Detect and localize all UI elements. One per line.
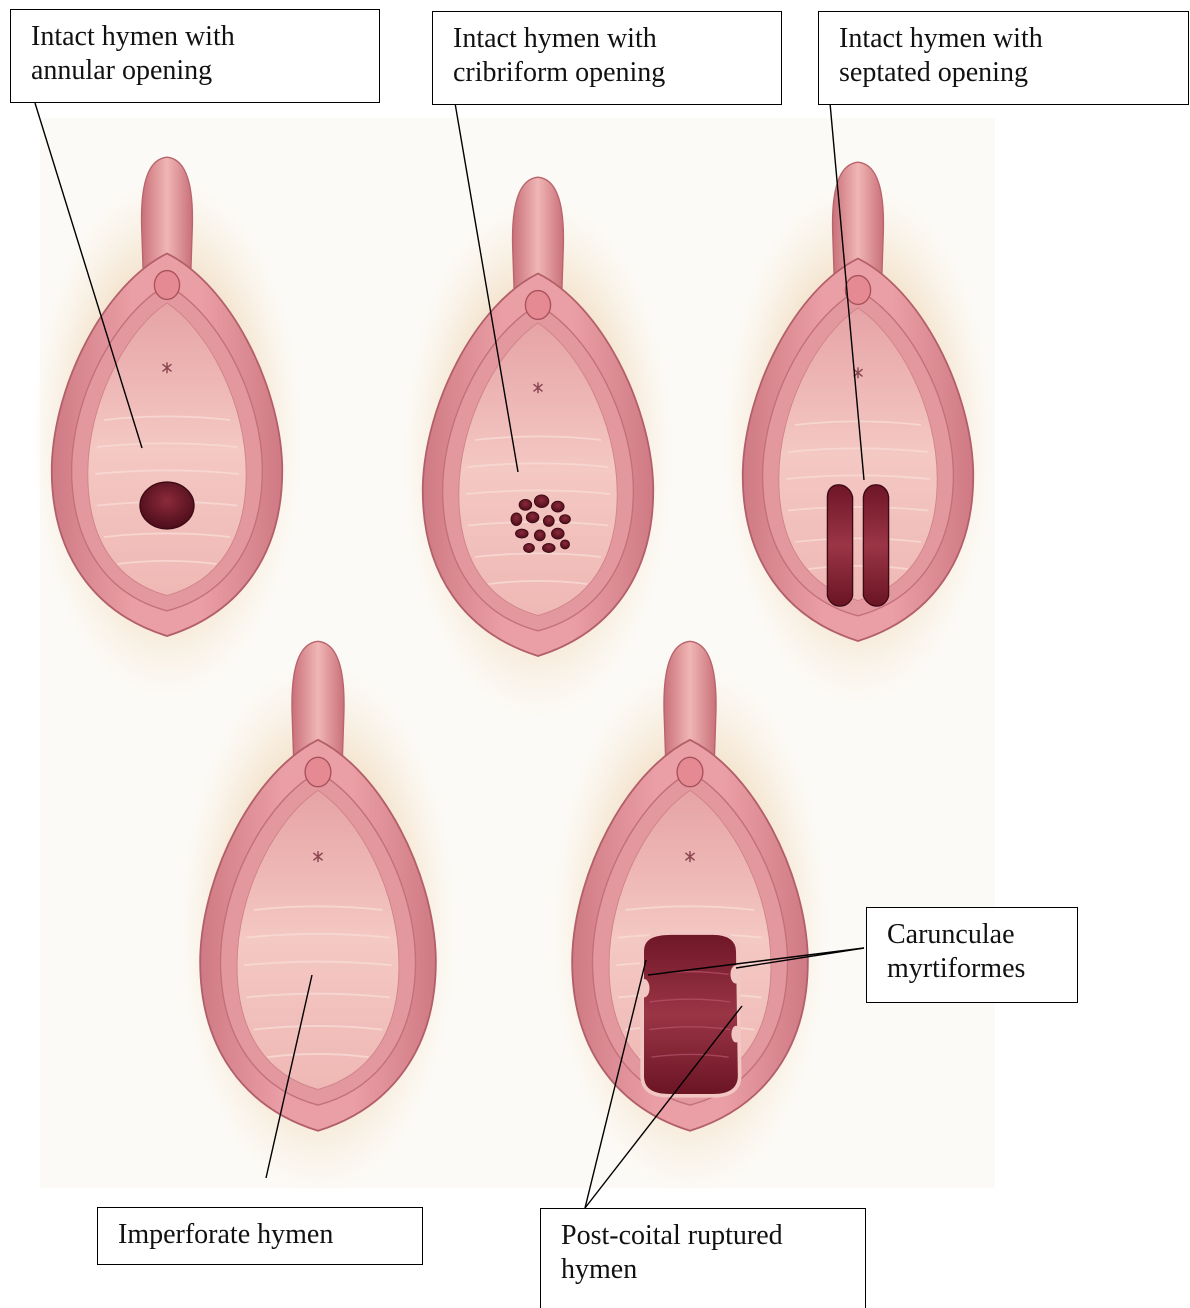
- cribriform-label-line1: Intact hymen with: [453, 22, 761, 56]
- carunculae-label-line2: myrtiformes: [887, 952, 1057, 986]
- septated-label-line1: Intact hymen with: [839, 22, 1168, 56]
- annular-label-line1: Intact hymen with: [31, 20, 359, 54]
- imperforate-label: Imperforate hymen: [97, 1207, 423, 1265]
- ruptured-label-line2: hymen: [561, 1253, 845, 1287]
- ruptured-label: Post-coital ruptured hymen: [540, 1208, 866, 1308]
- septated-label-line2: septated opening: [839, 56, 1168, 90]
- septated-label: Intact hymen with septated opening: [818, 11, 1189, 105]
- caruncle-right-lower: [731, 1026, 740, 1043]
- septated-right-opening: [863, 485, 888, 606]
- annular-label: Intact hymen with annular opening: [10, 9, 380, 103]
- annular-opening: [140, 482, 194, 529]
- carunculae-label-line1: Carunculae: [887, 918, 1057, 952]
- cribriform-label: Intact hymen with cribriform opening: [432, 11, 782, 105]
- septated-left-opening: [827, 485, 852, 606]
- imperforate-label-line1: Imperforate hymen: [118, 1218, 402, 1252]
- ruptured-label-line1: Post-coital ruptured: [561, 1219, 845, 1253]
- annular-label-line2: annular opening: [31, 54, 359, 88]
- carunculae-label: Carunculae myrtiformes: [866, 907, 1078, 1003]
- cribriform-label-line2: cribriform opening: [453, 56, 761, 90]
